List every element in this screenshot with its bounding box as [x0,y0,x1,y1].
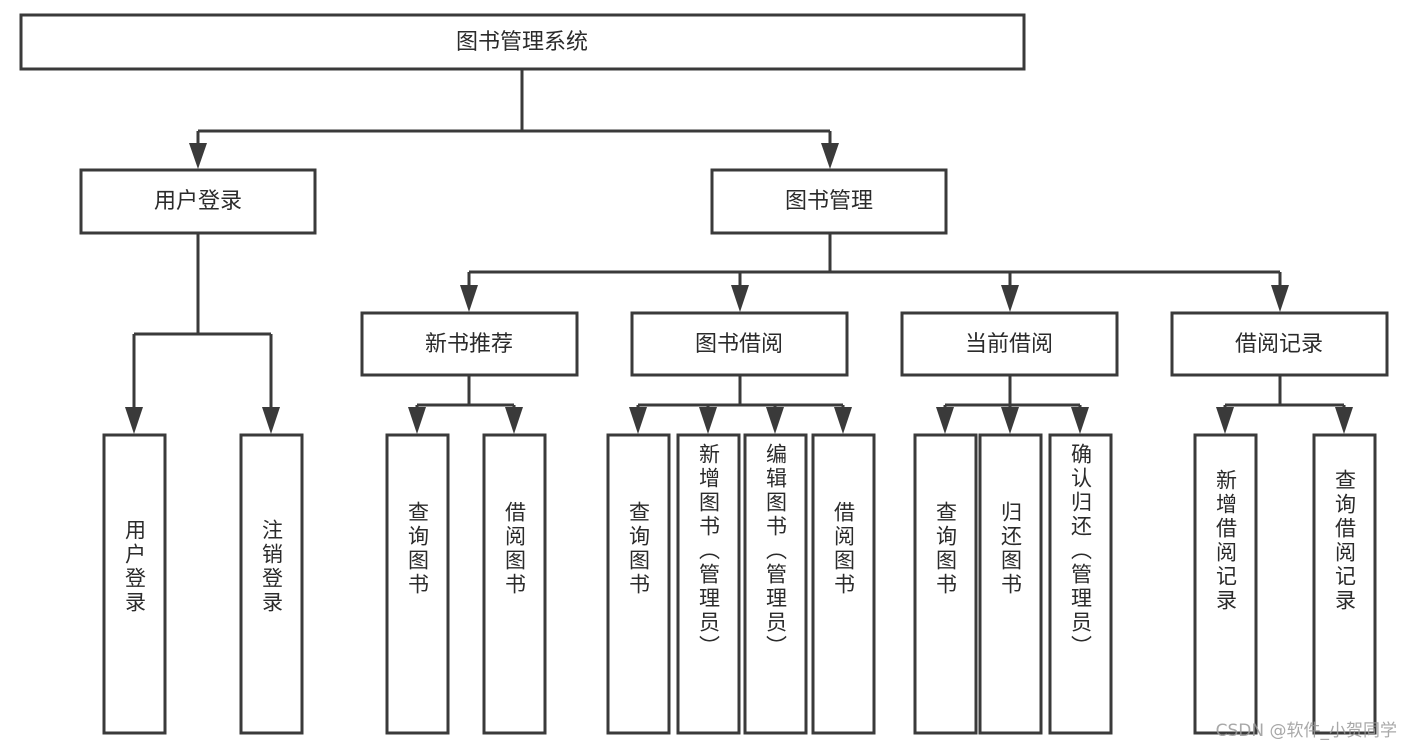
leaf-box-book-borrow-3[interactable] [743,433,808,735]
arrow-borrow-record-leaf-2 [1335,407,1353,434]
node-new-book-recommend[interactable]: 新书推荐 [360,311,579,377]
leaf-box-new-book-2[interactable] [482,433,547,735]
arrow-new-book-leaf-1 [408,407,426,434]
arrow-user-login-leaf-1 [125,407,143,434]
leaf-box-borrow-record-2[interactable] [1312,433,1377,735]
leaf-box-book-borrow-4[interactable] [811,433,876,735]
node-book-manage[interactable]: 图书管理 [710,168,948,235]
arrow-current-borrow-leaf-2 [1001,407,1019,434]
arrow-borrow-record-leaf-1 [1216,407,1234,434]
arrow-current-borrow-leaf-3 [1071,407,1089,434]
arrow-current-borrow-leaf-1 [936,407,954,434]
leaf-box-layer [102,433,1377,735]
arrow-book-borrow-leaf-2 [699,407,717,434]
leaf-box-borrow-record-1[interactable] [1193,433,1258,735]
node-root[interactable]: 图书管理系统 [19,13,1026,71]
leaf-box-current-borrow-3[interactable] [1048,433,1113,735]
node-book-borrow[interactable]: 图书借阅 [630,311,849,377]
node-new-book-recommend-box[interactable] [360,311,579,377]
arrow-book-borrow-leaf-1 [629,407,647,434]
node-user-login[interactable]: 用户登录 [79,168,317,235]
arrow-to-book-manage [821,143,839,169]
node-user-login-label: 用户登录 [154,189,242,214]
node-current-borrow-label: 当前借阅 [965,332,1053,357]
arrow-to-current-borrow [1001,285,1019,312]
arrow-book-borrow-leaf-4 [834,407,852,434]
node-book-borrow-label: 图书借阅 [695,332,783,357]
node-book-manage-label: 图书管理 [785,189,873,214]
node-root-label: 图书管理系统 [456,30,588,55]
arrow-to-book-borrow [731,285,749,312]
arrow-to-borrow-record [1271,285,1289,312]
leaf-box-user-login-2[interactable] [239,433,304,735]
node-borrow-record-box[interactable] [1170,311,1389,377]
arrow-user-login-leaf-2 [262,407,280,434]
node-borrow-record[interactable]: 借阅记录 [1170,311,1389,377]
node-root-box[interactable] [19,13,1026,71]
arrow-book-borrow-leaf-3 [766,407,784,434]
connector-layer [125,69,1353,434]
leaf-box-book-borrow-2[interactable] [676,433,741,735]
leaf-box-book-borrow-1[interactable] [606,433,671,735]
node-user-login-box[interactable] [79,168,317,235]
node-current-borrow-box[interactable] [900,311,1119,377]
arrow-to-new-book [460,285,478,312]
arrow-new-book-leaf-2 [505,407,523,434]
node-current-borrow[interactable]: 当前借阅 [900,311,1119,377]
node-book-manage-box[interactable] [710,168,948,235]
node-book-borrow-box[interactable] [630,311,849,377]
node-borrow-record-label: 借阅记录 [1235,332,1323,357]
leaf-box-current-borrow-1[interactable] [913,433,978,735]
leaf-box-new-book-1[interactable] [385,433,450,735]
leaf-box-user-login-1[interactable] [102,433,167,735]
arrow-to-user-login [189,143,207,169]
node-new-book-recommend-label: 新书推荐 [425,332,513,357]
leaf-box-current-borrow-2[interactable] [978,433,1043,735]
csdn-watermark: CSDN @软件_小贺同学 [1215,721,1397,741]
